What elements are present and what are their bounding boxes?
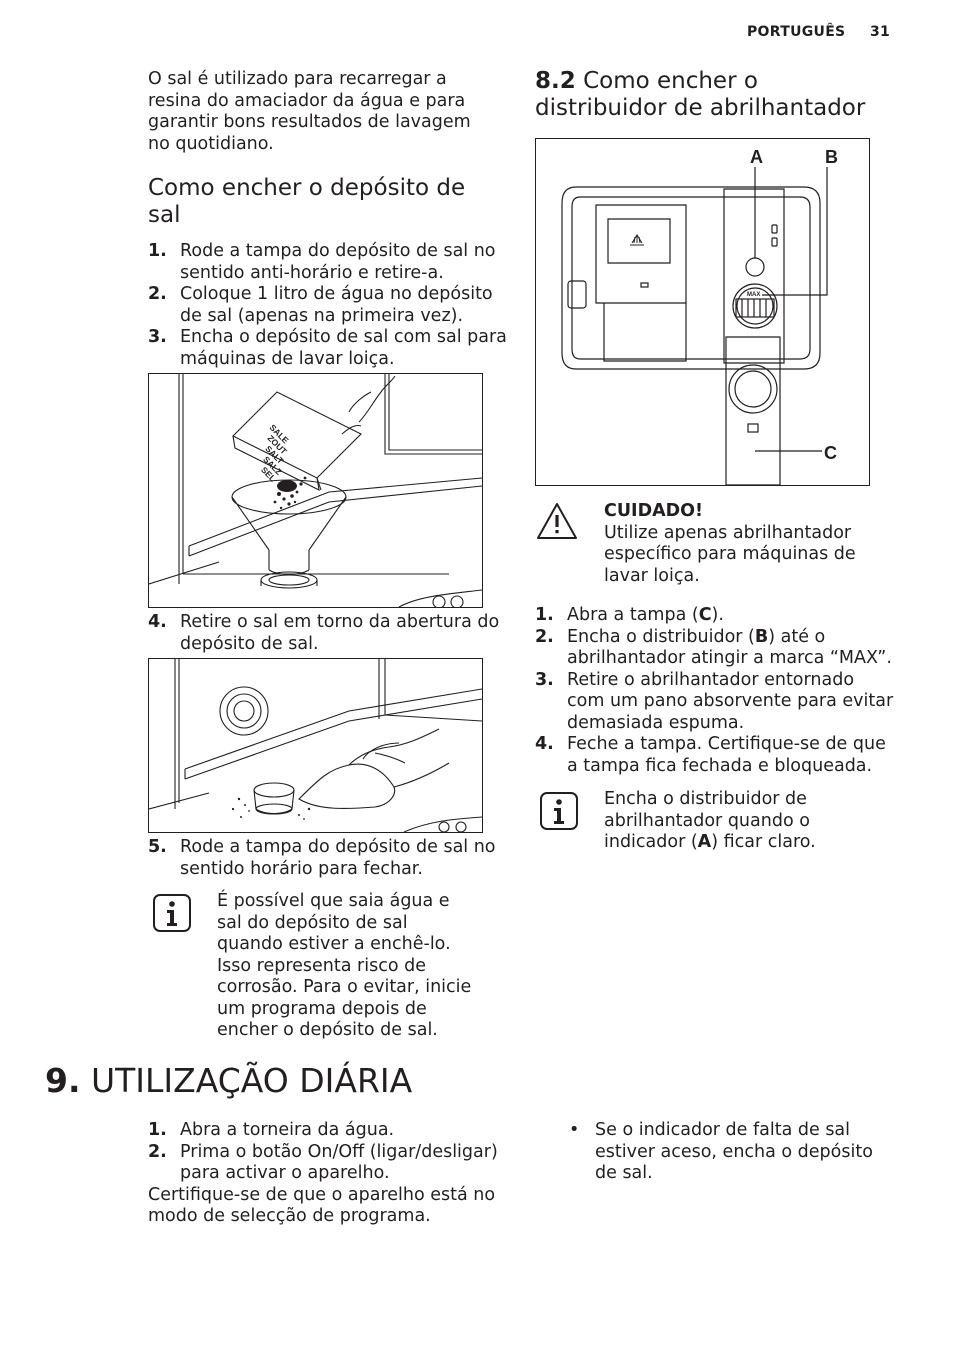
rinse-aid-info-note: Encha o distribuidor de abrilhantador qu… — [604, 789, 816, 852]
daily-steps-list: 1.Abra a torneira da água. 2.Prima o bot… — [148, 1120, 508, 1185]
salt-info-note: É possível que saia água e sal do depósi… — [217, 891, 472, 1040]
warning-icon — [537, 503, 577, 539]
wipe-salt-illustration — [148, 658, 483, 833]
section-number: 8.2 — [535, 68, 576, 94]
chapter-title: UTILIZAÇÃO DIÁRIA — [91, 1061, 413, 1100]
list-item: •Se o indicador de falta de sal estiver … — [569, 1120, 873, 1183]
salt-step-5: 5.Rode a tampa do depósito de sal no sen… — [148, 837, 508, 880]
daily-bullet-list: •Se o indicador de falta de sal estiver … — [565, 1120, 875, 1185]
caution-block: CUIDADO! Utilize apenas abrilhantador es… — [604, 501, 874, 587]
salt-step-4: 4.Retire o sal em torno da abertura do d… — [148, 612, 508, 655]
salt-section-heading: Como encher o depósito de sal — [148, 175, 466, 228]
list-item: 3.Retire o abrilhantador entornado com u… — [535, 669, 894, 733]
list-item: 1.Abra a tampa (C). — [535, 605, 724, 625]
list-item: 1.Abra a torneira da água. — [148, 1120, 395, 1140]
rinse-aid-steps-list: 1.Abra a tampa (C). 2.Encha o distribuid… — [535, 605, 895, 777]
list-item: 5.Rode a tampa do depósito de sal no sen… — [148, 837, 496, 879]
list-item: 3.Encha o depósito de sal com sal para m… — [148, 327, 507, 369]
info-icon — [153, 894, 191, 932]
header-language: PORTUGUÊS — [747, 24, 846, 40]
label-c: C — [824, 443, 837, 463]
section-title: Como encher o distribuidor de abrilhanta… — [535, 68, 866, 121]
label-b: B — [825, 147, 838, 167]
list-item: 1.Rode a tampa do depósito de sal no sen… — [148, 241, 496, 283]
list-item: 2.Encha o distribuidor (B) até o abrilha… — [535, 626, 892, 669]
salt-steps-list: 1.Rode a tampa do depósito de sal no sen… — [148, 241, 508, 370]
chapter-number: 9. — [45, 1061, 81, 1100]
daily-note: Certifique-se de que o aparelho está no … — [148, 1184, 496, 1227]
pour-salt-drawing: SALE ZOUT SALT SALZ SEL — [149, 374, 482, 607]
list-item: 4.Feche a tampa. Certifique-se de que a … — [535, 734, 886, 776]
list-item: 2.Prima o botão On/Off (ligar/desligar) … — [148, 1141, 498, 1184]
chapter-heading: 9. UTILIZAÇÃO DIÁRIA — [45, 1062, 412, 1100]
salt-intro-paragraph: O sal é utilizado para recarregar a resi… — [148, 69, 471, 154]
page-number: 31 — [870, 24, 891, 40]
list-item: 4.Retire o sal em torno da abertura do d… — [148, 612, 500, 654]
max-mark: MAX — [747, 292, 760, 298]
pour-salt-illustration: SALE ZOUT SALT SALZ SEL — [148, 373, 483, 608]
info-icon — [540, 792, 578, 830]
wipe-salt-drawing — [149, 659, 482, 832]
rinse-aid-heading: 8.2 Como encher o distribuidor de abrilh… — [535, 68, 885, 122]
label-a: A — [750, 147, 763, 167]
rinse-aid-drawing: A B C MAX — [561, 147, 838, 485]
daily-use-left: 1.Abra a torneira da água. 2.Prima o bot… — [148, 1120, 508, 1228]
caution-title: CUIDADO! — [604, 501, 704, 521]
caution-text: Utilize apenas abrilhantador específico … — [604, 522, 856, 586]
rinse-aid-dispenser-illustration: A B C MAX — [535, 138, 870, 486]
list-item: 2.Coloque 1 litro de água no depósito de… — [148, 284, 493, 326]
